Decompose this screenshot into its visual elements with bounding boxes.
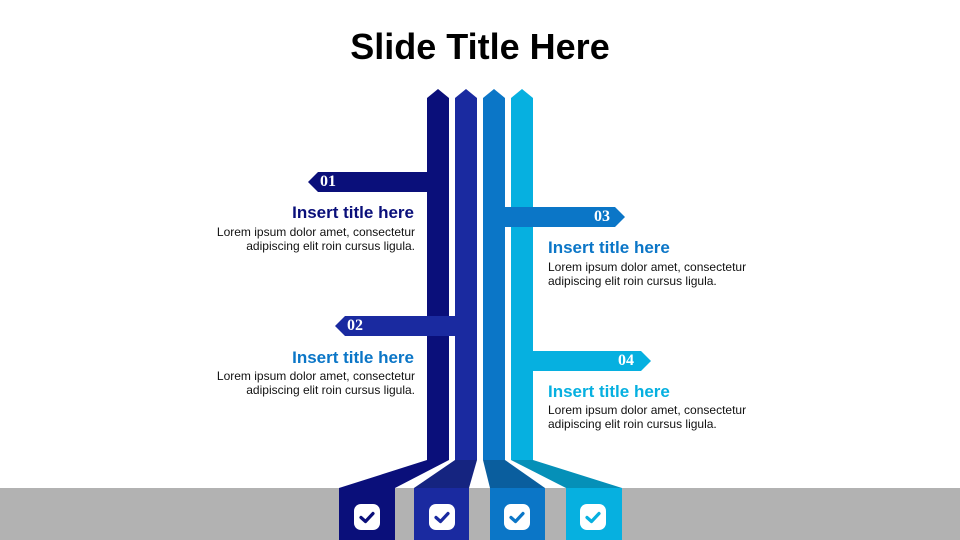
step-title-02: Insert title here bbox=[292, 348, 414, 367]
step-number-03: 03 bbox=[594, 208, 610, 225]
column-arrow-3 bbox=[483, 89, 505, 460]
branch-arrow-03 bbox=[505, 207, 625, 227]
branch-arrow-04 bbox=[533, 351, 651, 371]
step-title-03: Insert title here bbox=[548, 238, 670, 257]
step-text-01: Lorem ipsum dolor amet, consectetur adip… bbox=[216, 225, 415, 253]
foot-shadow-2 bbox=[414, 460, 477, 488]
check-icon bbox=[354, 504, 380, 530]
check-icon bbox=[429, 504, 455, 530]
branch-arrow-01 bbox=[308, 172, 427, 192]
branch-arrow-02 bbox=[335, 316, 455, 336]
step-text-04: Lorem ipsum dolor amet, consectetur adip… bbox=[548, 403, 747, 431]
slide-title: Slide Title Here bbox=[350, 26, 610, 67]
step-title-01: Insert title here bbox=[292, 203, 414, 222]
step-number-02: 02 bbox=[347, 317, 363, 334]
foot-shadow-4 bbox=[511, 460, 622, 488]
step-text-02: Lorem ipsum dolor amet, consectetur adip… bbox=[216, 369, 415, 397]
floor-band bbox=[0, 488, 960, 540]
foot-shadow-3 bbox=[483, 460, 545, 488]
column-arrow-1 bbox=[427, 89, 449, 460]
step-number-04: 04 bbox=[618, 352, 634, 369]
column-arrow-4 bbox=[511, 89, 533, 460]
step-text-03: Lorem ipsum dolor amet, consectetur adip… bbox=[548, 260, 747, 288]
foot-shadow-1 bbox=[339, 460, 449, 488]
check-icon bbox=[580, 504, 606, 530]
check-icon bbox=[504, 504, 530, 530]
step-title-04: Insert title here bbox=[548, 382, 670, 401]
column-arrow-2 bbox=[455, 89, 477, 460]
step-number-01: 01 bbox=[320, 173, 336, 190]
